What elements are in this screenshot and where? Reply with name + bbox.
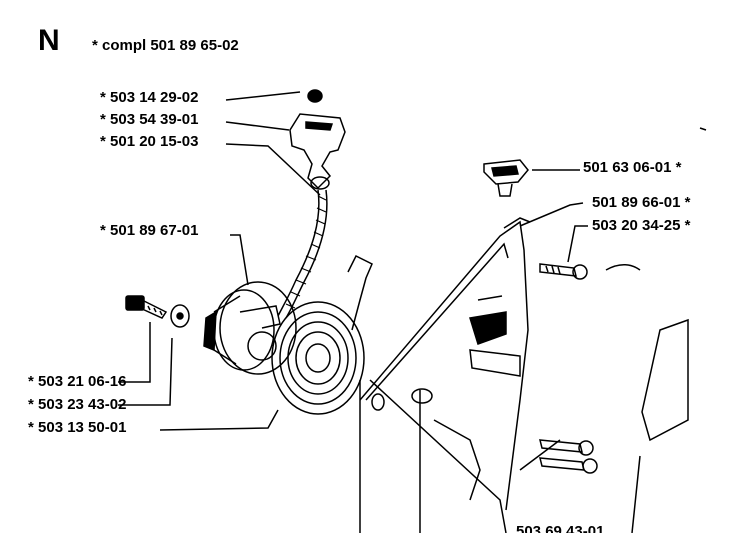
part-label-spring: * 503 13 50-01: [28, 419, 127, 436]
part-label-cap: * 503 14 29-02: [100, 89, 199, 106]
part-label-washer: * 503 23 43-02: [28, 396, 127, 413]
plug-part: [483, 159, 529, 197]
leader-washer: [118, 337, 173, 406]
leader-lower-screws: [519, 439, 561, 471]
leader-spring: [159, 409, 279, 431]
part-label-plug: 501 63 06-01 *: [583, 159, 682, 176]
part-label-screw: * 503 21 06-16: [28, 373, 127, 390]
leader-cap: [225, 91, 301, 101]
recoil-spring-part: [271, 254, 373, 415]
housing-screw-lower-part: [539, 439, 598, 474]
part-label-housing-screw: 503 20 34-25 *: [592, 217, 691, 234]
part-label-cut-off: 503 69 43-01: [516, 524, 605, 533]
cap-part: [307, 89, 323, 103]
part-label-pulley: * 501 89 67-01: [100, 222, 199, 239]
leader-cord: [225, 143, 321, 196]
part-label-starter-cord: * 501 20 15-03: [100, 133, 199, 150]
leader-housing-screw: [567, 225, 588, 263]
part-label-handle: * 503 54 39-01: [100, 111, 199, 128]
screw-part: [125, 295, 168, 319]
housing-screw-upper-part: [539, 263, 588, 280]
handle-part: [289, 113, 346, 190]
leader-handle: [225, 121, 290, 131]
leader-housing: [519, 202, 584, 227]
starter-housing-part: [359, 217, 531, 533]
part-label-starter-housing: 501 89 66-01 *: [592, 194, 691, 211]
leader-screw: [118, 322, 151, 383]
leader-pulley: [230, 234, 249, 286]
section-letter: N: [38, 24, 60, 57]
washer-part: [170, 304, 190, 328]
pulley-part: [203, 281, 297, 375]
cover-part: [605, 127, 707, 533]
complete-assembly-label: * compl 501 89 65-02: [92, 37, 239, 54]
starter-cord-part: [277, 189, 328, 319]
